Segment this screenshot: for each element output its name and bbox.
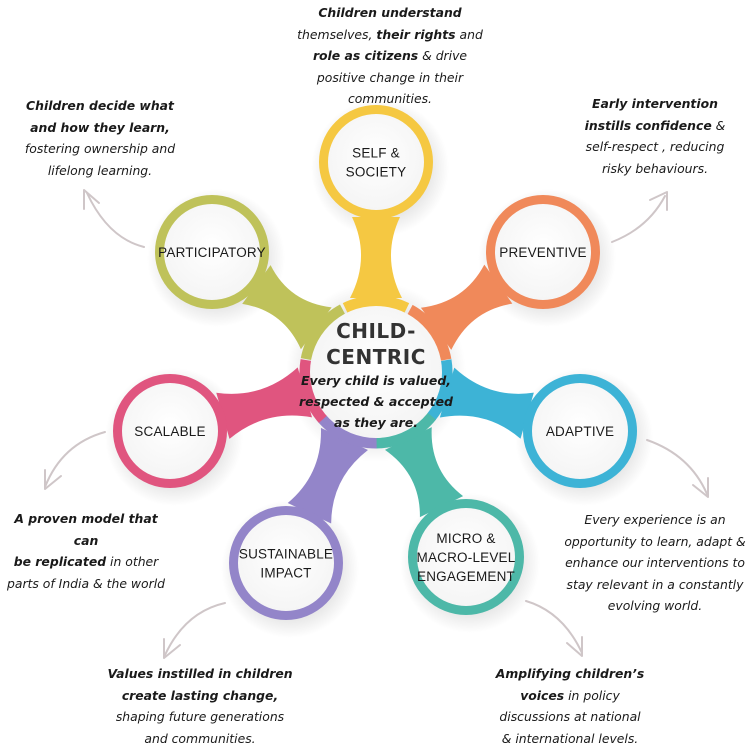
sustainable-impact-label-line: SUSTAINABLE [239,547,333,562]
participatory-connector [242,265,332,350]
preventive-connector [420,264,513,350]
desc-text: communities. [348,91,432,106]
participatory-center-arc [300,304,346,361]
desc-text: Every experience is an [584,512,726,527]
desc-adaptive: Every experience is an opportunity to lea… [560,509,750,617]
participatory-ring [155,195,269,309]
preventive-label-line: PREVENTIVE [499,245,587,260]
desc-emphasis: Amplifying children’s [495,666,645,681]
node-participatory [155,195,269,309]
center-circle: CHILD- CENTRIC Every child is valued, re… [299,306,454,438]
node-preventive [486,195,600,309]
desc-text: enhance our interventions to [565,555,745,570]
node-micro-macro [408,499,524,615]
desc-self-society: Children understand themselves, their rig… [282,2,498,110]
desc-emphasis: create lasting change, [121,687,279,703]
participatory-label-line: PARTICIPATORY [158,245,266,260]
adaptive-connector [439,367,534,439]
micro-macro-center-arc [376,411,436,449]
sustainable-impact-ring [229,506,343,620]
desc-text: fostering ownership and [24,141,176,156]
self-society-ring [319,105,433,219]
self-society-connector [350,217,402,298]
desc-text: shaping future generations [115,709,285,724]
arrow-preventive [611,191,668,243]
desc-emphasis: voices [520,687,565,703]
desc-emphasis: their rights [376,26,456,42]
desc-text: themselves, [297,26,377,42]
arrow-micro-macro [525,600,583,657]
scalable-label-line: SCALABLE [134,424,205,439]
center-subtitle-line2: respected & accepted [299,394,454,409]
center-title-line1: CHILD- [336,319,416,343]
center-subtitle-line1: Every child is valued, [301,373,451,388]
arrow-adaptive [646,439,709,498]
desc-text: & international levels. [501,730,639,746]
micro-macro-connector [384,427,464,518]
center-inner [310,306,442,438]
desc-micro-macro: Amplifying children’s voices in policy dis… [480,663,660,749]
arrow-scalable [44,431,106,490]
self-society-label-line: SOCIETY [346,165,407,180]
micro-macro-label-line: MICRO & [436,531,495,546]
scalable-connector [216,367,313,439]
desc-text: and [455,26,483,42]
desc-text: and communities. [144,730,256,746]
center-subtitle-line3: as they are. [334,415,418,430]
preventive-center-arc [406,304,452,362]
arrow-sustainable-impact [163,602,226,659]
desc-text: in other [106,554,159,569]
desc-emphasis: Children decide what [26,98,174,113]
desc-emphasis: Children understand [318,5,462,20]
adaptive-ring [523,374,637,488]
desc-emphasis: Early intervention [592,96,718,111]
desc-participatory: Children decide what and how they learn, f… [5,95,195,181]
desc-sustainable-impact: Values instilled in children create lasti… [100,663,300,749]
micro-macro-label-line: ENGAGEMENT [417,569,515,584]
desc-emphasis: Values instilled in children [107,666,293,681]
scalable-ring [113,374,227,488]
node-sustainable-impact [229,506,343,620]
adaptive-center-arc [423,359,453,424]
desc-text: self-respect , reducing [585,139,725,154]
self-society-center-arc [342,295,410,314]
desc-emphasis: be replicated [13,554,107,569]
desc-text: in policy [564,687,620,703]
preventive-ring [486,195,600,309]
desc-emphasis: and how they learn, [30,119,170,135]
desc-preventive: Early intervention instills confidence & s… [565,93,745,179]
desc-emphasis: A proven model that can [14,511,158,548]
desc-text: parts of India & the world [6,575,166,591]
desc-emphasis: instills confidence [584,117,712,133]
desc-text: & drive [418,48,468,63]
self-society-label-line: SELF & [352,146,400,161]
micro-macro-label-line: MACRO-LEVEL [417,550,516,565]
desc-text: evolving world. [607,598,703,613]
sustainable-impact-center-arc [316,412,377,449]
desc-text: positive change in their [316,69,464,85]
desc-text: discussions at national [499,709,641,724]
desc-emphasis: role as citizens [312,48,419,63]
node-adaptive [523,374,637,488]
desc-scalable: A proven model that can be replicated in … [0,508,172,594]
arrow-participatory [83,189,145,248]
adaptive-label-line: ADAPTIVE [546,424,614,439]
node-scalable [113,374,227,488]
center-title-line2: CENTRIC [326,345,426,369]
desc-text: stay relevant in a constantly [566,576,744,592]
node-self-society [319,105,433,219]
desc-text: opportunity to learn, adapt & [564,533,746,549]
sustainable-impact-connector [287,427,368,524]
micro-macro-ring [408,499,524,615]
scalable-center-arc [299,359,328,423]
desc-text: lifelong learning. [47,162,153,178]
desc-text: risky behaviours. [601,160,709,176]
sustainable-impact-label-line: IMPACT [260,566,311,581]
desc-text: & [711,117,726,133]
